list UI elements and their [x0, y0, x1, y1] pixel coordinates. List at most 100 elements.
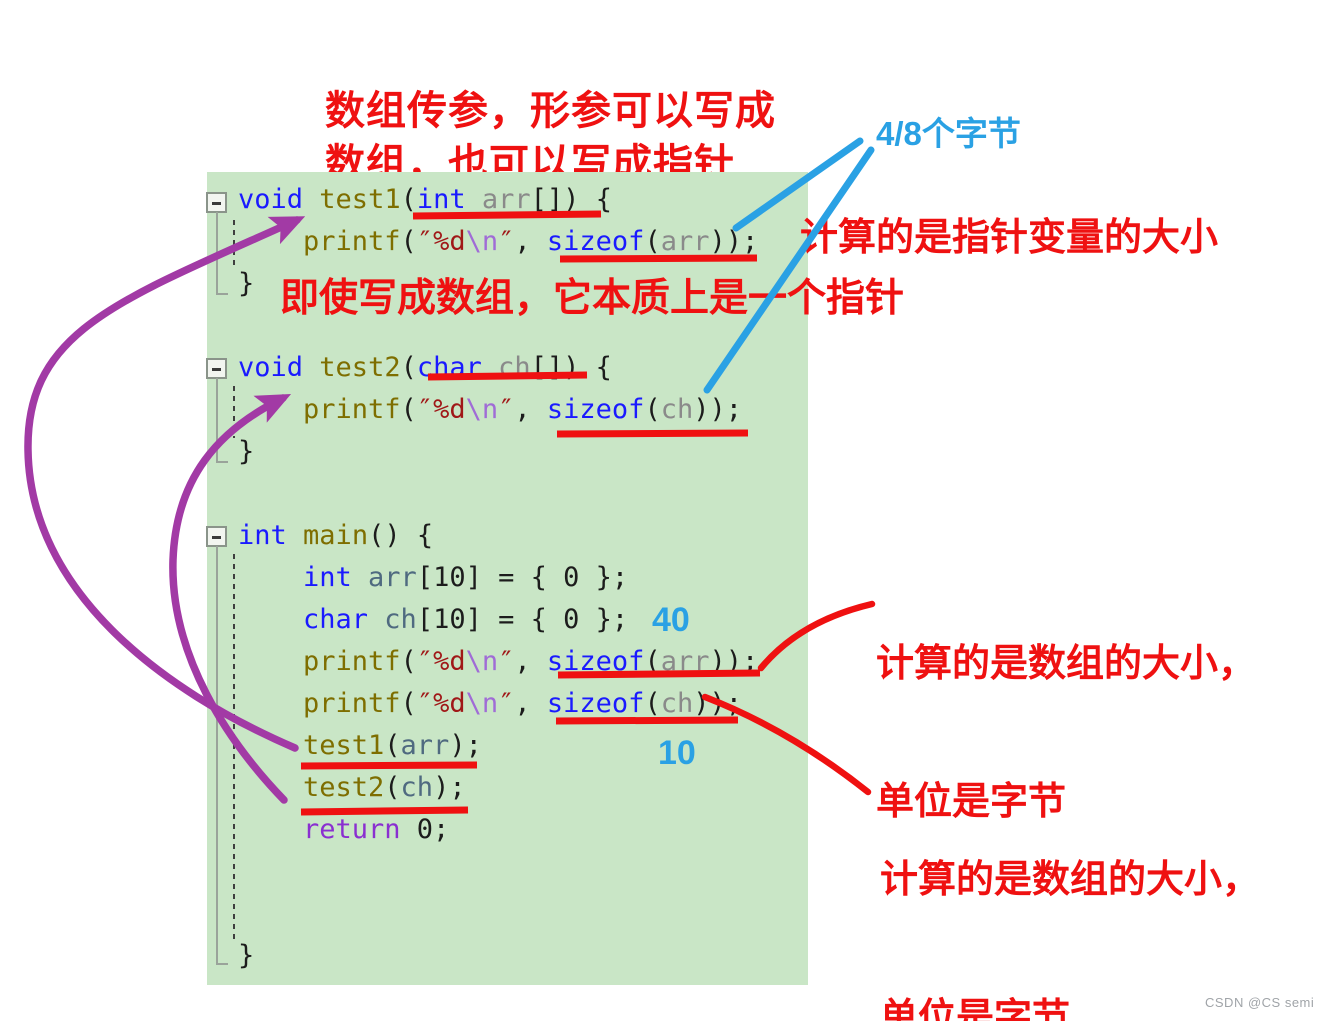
code-token-p [303, 184, 319, 215]
code-token-v: ch [660, 394, 694, 425]
code-line [207, 851, 808, 893]
code-token-kw: void [238, 184, 304, 215]
code-line: } [207, 431, 808, 473]
collapse-toggle-test2[interactable] [206, 358, 227, 379]
code-line: char ch[10] = { 0 }; [207, 599, 808, 641]
code-token-kw: sizeof [546, 688, 645, 719]
code-token-p: ( [400, 646, 417, 677]
code-token-p: , [514, 394, 547, 425]
bytes-size-label: 4/8个字节 [876, 115, 1021, 152]
code-token-p: () { [368, 520, 434, 551]
code-lines-container: void test1(int arr[]) {printf(″%d\n″, si… [207, 179, 808, 977]
code-token-p: , [514, 688, 547, 719]
minus-icon [212, 368, 221, 371]
code-token-kw: int [416, 184, 466, 215]
code-token-kw: char [303, 604, 369, 635]
code-token-p: , [514, 226, 547, 257]
array-size-note-top-line2: 单位是字节 [876, 781, 1067, 823]
code-token-fn: test2 [303, 772, 385, 803]
watermark: CSDN @CS semi [1205, 995, 1315, 1010]
code-line: printf(″%d\n″, sizeof(ch)); [207, 683, 808, 725]
code-token-p: 0; [400, 814, 450, 845]
code-token-p: ( [644, 226, 661, 257]
code-line: int arr[10] = { 0 }; [207, 557, 808, 599]
code-token-p [482, 352, 498, 383]
code-token-p: ( [400, 184, 417, 215]
code-token-kw: void [238, 352, 304, 383]
collapse-toggle-main[interactable] [206, 526, 227, 547]
code-token-fn: printf [303, 394, 401, 425]
code-token-p: ( [400, 226, 417, 257]
minus-icon [212, 536, 221, 539]
array-size-note-top: 计算的是数组的大小， 单位是字节 [876, 549, 1256, 917]
code-token-str: ″%d [416, 394, 466, 425]
code-token-p: ( [644, 688, 661, 719]
code-token-p: )); [709, 226, 759, 257]
code-line [207, 893, 808, 935]
code-token-fn: main [303, 520, 369, 551]
code-token-v2: ch [400, 772, 434, 803]
code-token-esc: \n [465, 226, 499, 257]
code-token-str: ″ [498, 226, 515, 257]
code-line: printf(″%d\n″, sizeof(arr)); [207, 221, 808, 263]
code-token-v: ch [498, 352, 531, 383]
code-token-p [352, 562, 368, 593]
code-token-v2: ch [384, 604, 417, 635]
array-size-note-top-line1: 计算的是数组的大小， [876, 643, 1257, 685]
code-token-p: ( [384, 772, 401, 803]
code-line: int main() { [207, 515, 808, 557]
code-token-v: arr [660, 646, 710, 677]
code-token-p: } [238, 268, 255, 299]
sizeof-arr-value: 40 [652, 601, 690, 639]
code-token-p: []) { [530, 184, 612, 215]
array-size-note-bottom-line2: 单位是字节 [880, 997, 1071, 1021]
array-size-note-bottom: 计算的是数组的大小， 单位是字节 [880, 765, 1260, 1021]
code-token-v: arr [481, 184, 531, 215]
code-token-p: )); [693, 688, 742, 719]
code-token-str: ″%d [416, 688, 466, 719]
code-token-p: } [238, 436, 255, 467]
code-token-p: ( [644, 646, 661, 677]
code-token-kw: sizeof [546, 646, 645, 677]
code-token-fn: printf [303, 226, 401, 257]
code-token-v2: arr [368, 562, 417, 593]
code-token-p: ( [400, 352, 417, 383]
code-token-fn: test1 [319, 184, 401, 215]
code-token-ret: return [303, 814, 401, 845]
code-token-kw: int [238, 520, 287, 551]
code-token-p: } [238, 940, 255, 971]
code-token-kw: sizeof [546, 226, 645, 257]
code-token-kw: sizeof [546, 394, 645, 425]
code-token-p [287, 520, 303, 551]
essence-note: 即使写成数组，它本质上是一个指针 [280, 277, 905, 320]
code-token-str: ″ [498, 646, 515, 677]
code-token-esc: \n [465, 688, 499, 719]
array-size-note-bottom-line1: 计算的是数组的大小， [880, 859, 1261, 901]
code-token-str: ″%d [416, 646, 466, 677]
minus-icon [212, 202, 221, 205]
code-line: } [207, 935, 808, 977]
code-line: test1(arr); [207, 725, 808, 767]
collapse-toggle-test1[interactable] [206, 192, 227, 213]
code-token-str: ″ [498, 394, 515, 425]
code-token-fn: printf [303, 688, 401, 719]
code-line: printf(″%d\n″, sizeof(ch)); [207, 389, 808, 431]
code-line: return 0; [207, 809, 808, 851]
code-token-esc: \n [465, 646, 499, 677]
code-token-v2: arr [400, 730, 450, 761]
title-line-1: 数组传参，形参可以写成 [325, 89, 776, 133]
code-token-p: , [514, 646, 547, 677]
code-token-fn: printf [303, 646, 401, 677]
code-token-v: ch [660, 688, 694, 719]
code-line: void test1(int arr[]) { [207, 179, 808, 221]
code-token-p [303, 352, 319, 383]
code-token-p: )); [693, 394, 742, 425]
code-token-str: ″ [498, 688, 515, 719]
code-token-fn: test2 [319, 352, 401, 383]
code-token-kw: char [416, 352, 482, 383]
code-line: void test2(char ch[]) { [207, 347, 808, 389]
code-token-p: [10] = { 0 }; [416, 604, 629, 635]
code-token-p: )); [709, 646, 759, 677]
code-token-p: ( [644, 394, 661, 425]
